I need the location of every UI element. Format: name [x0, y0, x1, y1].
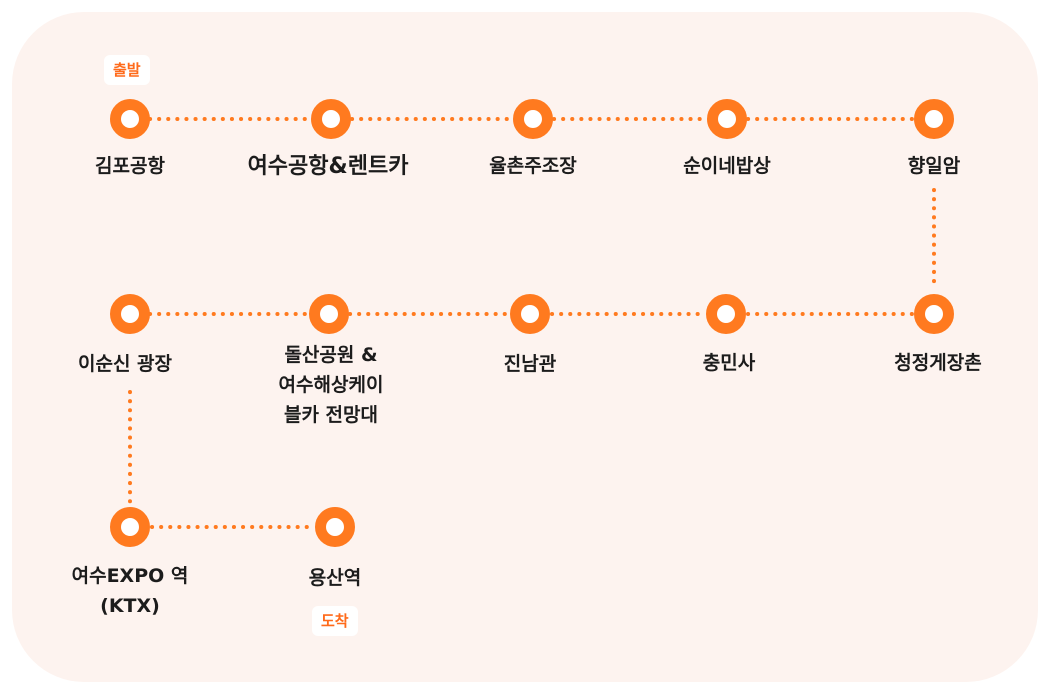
stop-label: 이순신 광장 [77, 353, 172, 375]
stop-node-chungminsa [706, 294, 746, 334]
stop-node-jinnamgwan [510, 294, 550, 334]
stop-label: 김포공항 [95, 155, 165, 177]
start-badge: 출발 [104, 55, 150, 85]
stop-node-hyangiram [914, 99, 954, 139]
stop-node-cheongjeong-crab-village [914, 294, 954, 334]
stop-node-yeosu-expo-station [110, 507, 150, 547]
stop-label: 용산역 [308, 567, 362, 589]
stop-label: 진남관 [503, 353, 557, 375]
stop-label: 순이네밥상 [683, 155, 771, 177]
stop-node-suni-restaurant [707, 99, 747, 139]
stop-label: 여수EXPO 역 (KTX) [71, 565, 189, 617]
stop-node-yongsan-station [315, 507, 355, 547]
stop-label: 충민사 [702, 352, 756, 374]
stop-label: 돌산공원 & 여수해상케이 블카 전망대 [278, 344, 384, 426]
stop-node-gimpo-airport [110, 99, 150, 139]
stop-node-dolsan-park [309, 294, 349, 334]
stop-label: 청정게장촌 [894, 352, 982, 374]
stop-node-yisunsin-square [110, 294, 150, 334]
stop-label: 여수공항&렌트카 [247, 154, 409, 179]
stop-node-yeosu-airport [311, 99, 351, 139]
stop-label: 율촌주조장 [489, 155, 577, 177]
stop-label: 향일암 [907, 155, 961, 177]
stop-node-yulchon-brewery [513, 99, 553, 139]
end-badge: 도착 [312, 606, 358, 636]
